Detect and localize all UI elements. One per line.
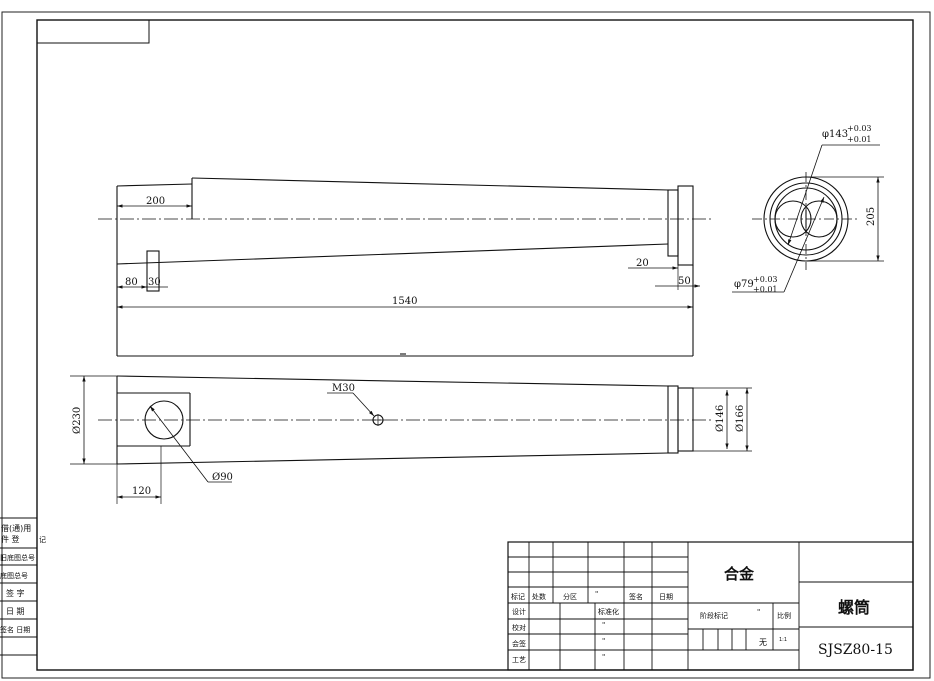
top-view bbox=[70, 375, 752, 504]
dim-50: 50 bbox=[678, 276, 691, 287]
stamp-sign-date: 签名 日期 bbox=[0, 625, 30, 634]
title-block bbox=[507, 541, 914, 671]
tb-design: 设计 bbox=[512, 607, 526, 616]
tb-countersign: 会签 bbox=[512, 639, 526, 648]
tb-quote-3: " bbox=[602, 653, 605, 661]
dim-20: 20 bbox=[636, 258, 649, 269]
left-stamp-column bbox=[0, 517, 37, 656]
top-left-reference-box bbox=[36, 19, 150, 44]
outer-sheet-border bbox=[1, 11, 931, 679]
tb-stage-mark: 阶段标记 bbox=[700, 611, 728, 620]
dim-phi230: Ø230 bbox=[72, 407, 83, 434]
tb-drawing-number: SJSZ80-15 bbox=[818, 642, 893, 658]
dim-205: 205 bbox=[866, 207, 877, 226]
dim-phi146: Ø146 bbox=[715, 405, 726, 432]
tb-scale-small: 1:1 bbox=[779, 637, 787, 643]
tb-check: 校对 bbox=[512, 623, 526, 632]
dim-phi79: φ79 bbox=[734, 279, 754, 290]
tb-header-zone: 分区 bbox=[563, 592, 577, 601]
dim-phi79-upper: +0.03 bbox=[753, 275, 778, 284]
dim-phi79-lower: +0.01 bbox=[753, 285, 778, 294]
dim-30: 30 bbox=[148, 277, 161, 288]
dim-phi143-upper: +0.03 bbox=[847, 124, 872, 133]
dim-phi143: φ143 bbox=[822, 129, 848, 140]
tb-header-mark: 标记 bbox=[511, 592, 525, 601]
tb-header-sign: 签名 bbox=[629, 592, 643, 601]
dim-phi166: Ø166 bbox=[735, 405, 746, 432]
tb-material: 合金 bbox=[723, 565, 755, 583]
tb-process: 工艺 bbox=[512, 656, 526, 664]
stamp-old-base-no: 旧底图总号 bbox=[0, 553, 35, 562]
dim-1540: 1540 bbox=[392, 296, 417, 307]
dim-phi90: Ø90 bbox=[212, 472, 233, 483]
tb-scale-value: 无 bbox=[759, 638, 767, 647]
dim-phi143-lower: +0.01 bbox=[847, 135, 872, 144]
stamp-date: 日 期 bbox=[6, 607, 25, 616]
dim-m30: M30 bbox=[332, 383, 355, 394]
stamp-borrow-line2: 件 登 bbox=[1, 534, 20, 544]
stamp-borrow-line3: 记 bbox=[39, 536, 46, 544]
tb-part-name: 螺筒 bbox=[838, 598, 870, 617]
tb-header-count: 处数 bbox=[532, 592, 546, 601]
end-view bbox=[732, 144, 884, 293]
inner-drawing-frame bbox=[36, 19, 914, 671]
dim-80: 80 bbox=[125, 277, 138, 288]
tb-scale-label: 比例 bbox=[777, 611, 791, 620]
dim-200: 200 bbox=[146, 196, 165, 207]
stamp-borrow-line1: 借(通)用 bbox=[1, 523, 31, 533]
tb-header-doc: " bbox=[595, 590, 598, 598]
dim-120: 120 bbox=[132, 486, 151, 497]
tb-quote-2: " bbox=[602, 637, 605, 645]
stamp-signature: 签 字 bbox=[6, 588, 25, 598]
front-view bbox=[98, 177, 712, 357]
stamp-base-no: 底图总号 bbox=[0, 571, 28, 580]
tb-quote-1: " bbox=[602, 621, 605, 629]
tb-weight-mark: " bbox=[757, 608, 760, 616]
tb-standardize: 标准化 bbox=[598, 607, 619, 616]
tb-header-date: 日期 bbox=[659, 593, 673, 601]
